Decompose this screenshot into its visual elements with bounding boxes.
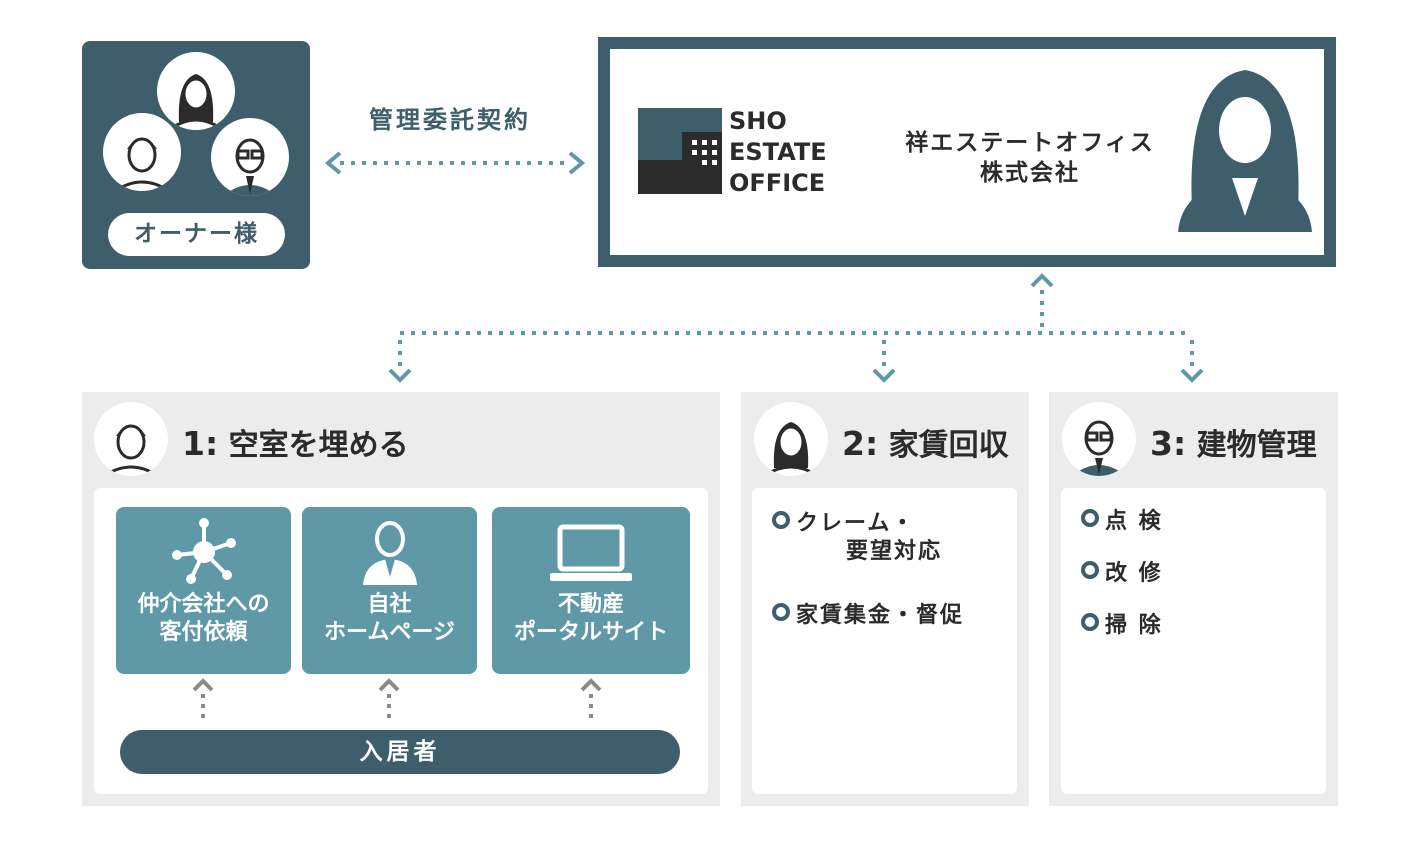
- man-icon: [114, 137, 170, 191]
- logo-line-3: OFFICE: [729, 169, 826, 197]
- logo-line-2: ESTATE: [729, 138, 827, 166]
- bullet-icon: [1081, 561, 1099, 579]
- laptop-icon: [550, 524, 632, 581]
- section-2-avatar: [754, 402, 828, 476]
- tile-company-homepage: 自社 ホームページ: [302, 507, 477, 674]
- tile-1-line2: 客付依頼: [159, 620, 248, 645]
- tile-real-estate-portal: 不動産 ポータルサイト: [492, 507, 690, 674]
- company-logo-text: SHO ESTATE OFFICE: [729, 106, 827, 199]
- tile-2-line2: ホームページ: [324, 620, 455, 645]
- resident-label: 入居者: [120, 730, 680, 774]
- bullet-icon: [1081, 509, 1099, 527]
- woman-icon: [763, 422, 819, 476]
- section-2-title: 2: 家賃回収: [842, 420, 1009, 464]
- item-text: 改 修: [1105, 561, 1163, 586]
- company-name-line1: 祥エステートオフィス: [905, 130, 1155, 156]
- section-3-avatar: [1062, 402, 1136, 476]
- owner-avatar-elder: [211, 118, 289, 196]
- logo-line-1: SHO: [729, 107, 787, 135]
- section-3-item-2: 改 修: [1081, 560, 1163, 588]
- network-icon: [171, 518, 236, 584]
- elder-man-icon: [1072, 420, 1126, 476]
- section-3-number: 3:: [1150, 424, 1187, 463]
- contract-label: 管理委託契約: [369, 106, 531, 134]
- tile-broker-request: 仲介会社への 客付依頼: [116, 507, 291, 674]
- owner-label: オーナー様: [108, 213, 285, 256]
- section-1-title-text: 空室を埋める: [228, 428, 409, 463]
- section-3-item-3: 掃 除: [1081, 612, 1163, 640]
- owner-avatar-man: [103, 113, 181, 191]
- tile-3-line2: ポータルサイト: [513, 620, 668, 645]
- section-2-title-text: 家賃回収: [888, 428, 1009, 463]
- section-2-item-1: クレーム・ 要望対応: [772, 510, 942, 566]
- item-text-cont: 要望対応: [846, 539, 943, 564]
- bullet-icon: [772, 511, 790, 529]
- bullet-icon: [772, 603, 790, 621]
- section-3-title-text: 建物管理: [1196, 428, 1317, 463]
- section-3-card: [1061, 488, 1326, 794]
- person-icon: [362, 521, 417, 585]
- section-2-number: 2:: [842, 424, 879, 463]
- section-1-avatar: [94, 402, 168, 476]
- section-3-item-1: 点 検: [1081, 508, 1163, 536]
- section-2-card: [752, 488, 1017, 794]
- company-name-line2: 株式会社: [980, 160, 1080, 186]
- tile-2-line1: 自社: [367, 592, 412, 617]
- elder-man-icon: [223, 138, 277, 196]
- bullet-icon: [1081, 613, 1099, 631]
- tile-1-line1: 仲介会社への: [137, 592, 270, 617]
- item-text: 家賃集金・督促: [796, 603, 965, 628]
- item-text: 点 検: [1105, 509, 1163, 534]
- section-3-title: 3: 建物管理: [1150, 420, 1317, 464]
- item-text: 掃 除: [1105, 613, 1163, 638]
- section-1-number: 1:: [182, 424, 219, 463]
- section-2-item-2: 家賃集金・督促: [772, 602, 964, 630]
- company-name: 祥エステートオフィス 株式会社: [880, 128, 1180, 188]
- section-1-title: 1: 空室を埋める: [182, 420, 409, 464]
- item-text: クレーム・: [796, 511, 916, 536]
- tile-3-line1: 不動産: [557, 592, 624, 617]
